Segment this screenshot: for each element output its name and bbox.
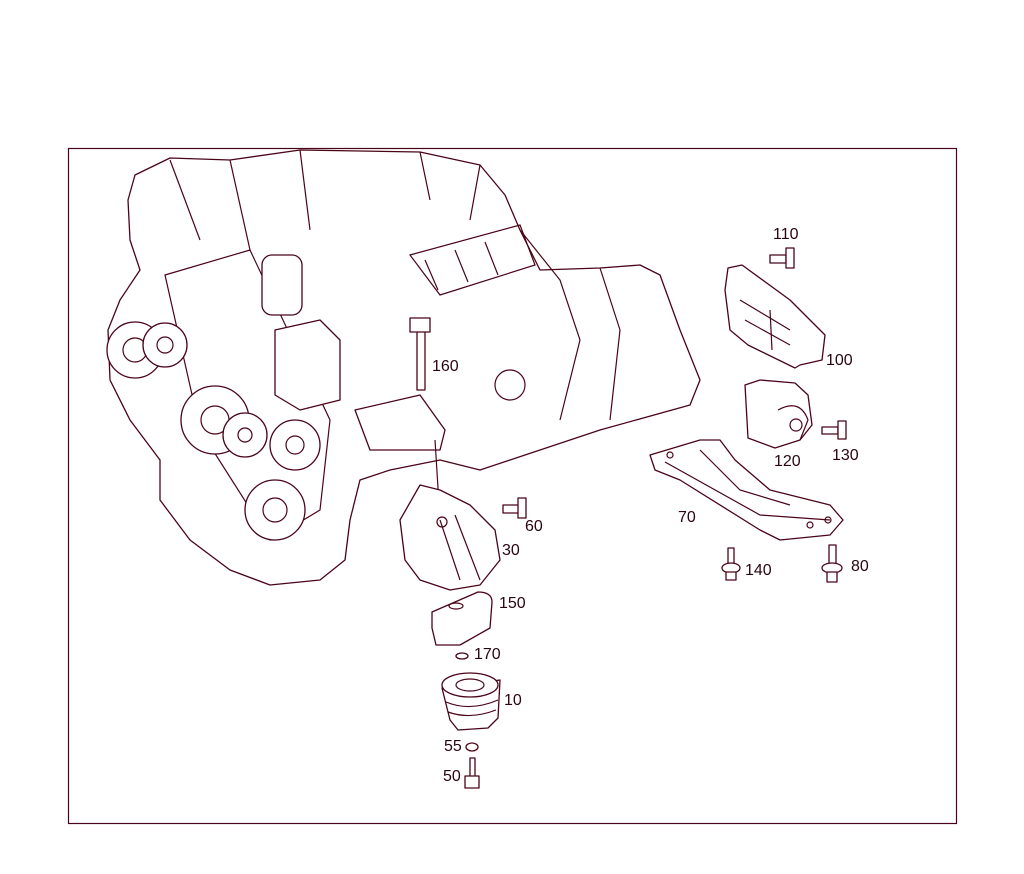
callout-55: 55 <box>444 738 462 755</box>
callout-170: 170 <box>474 646 501 663</box>
callout-80: 80 <box>851 558 869 575</box>
bolt-80 <box>821 544 843 583</box>
bolt-140 <box>721 547 741 581</box>
bracket-100 <box>724 264 826 369</box>
callout-50: 50 <box>443 768 461 785</box>
mount-120 <box>744 379 813 449</box>
callout-10: 10 <box>504 692 522 709</box>
callout-110: 110 <box>773 226 799 243</box>
engine-assembly <box>106 149 701 586</box>
washer-55 <box>465 742 479 752</box>
washer-170 <box>455 652 469 660</box>
callout-100: 100 <box>826 352 853 369</box>
callout-160: 160 <box>432 358 459 375</box>
bolt-50 <box>464 757 480 789</box>
callout-120: 120 <box>774 453 801 470</box>
crossmember-70 <box>649 439 844 541</box>
callout-140: 140 <box>745 562 772 579</box>
diagram-frame <box>67 147 958 825</box>
part-150 <box>431 591 493 646</box>
bolt-130 <box>821 420 847 440</box>
mount-10 <box>441 672 501 731</box>
bolt-160 <box>409 317 431 391</box>
callout-30: 30 <box>502 542 520 559</box>
bolt-60 <box>502 497 527 519</box>
part-30 <box>399 484 501 591</box>
callout-60: 60 <box>525 518 543 535</box>
belt-drive <box>106 249 331 541</box>
callout-130: 130 <box>832 447 859 464</box>
callout-150: 150 <box>499 595 526 612</box>
bolt-110 <box>769 247 795 269</box>
callout-70: 70 <box>678 509 696 526</box>
engine-bracket <box>354 394 446 451</box>
